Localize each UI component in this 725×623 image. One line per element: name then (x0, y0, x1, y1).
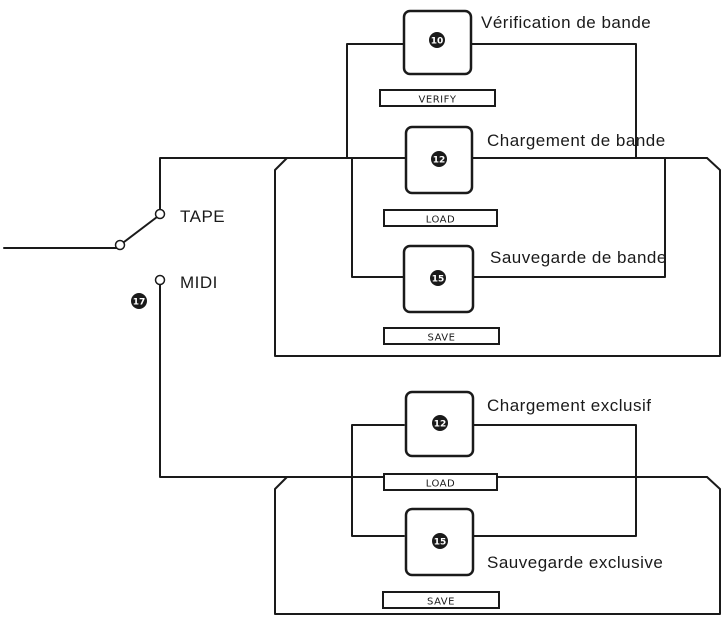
midi-save-tag: SAVE (382, 591, 500, 609)
verify-loop-right (470, 43, 637, 159)
verify-caption: Vérification de bande (481, 13, 651, 32)
tape-load-caption: Chargement de bande (487, 131, 666, 150)
verify-key[interactable]: 10 (402, 9, 473, 76)
midi-load-caption: Chargement exclusif (487, 396, 651, 415)
tape-label: TAPE (180, 207, 225, 226)
svg-text:12: 12 (434, 420, 447, 430)
svg-text:12: 12 (433, 156, 446, 166)
midi-badge: 17 (131, 293, 147, 309)
save-loop-right (472, 157, 666, 278)
midi-terminal (154, 274, 166, 286)
midi-save-key[interactable]: 15 (404, 507, 475, 577)
svg-text:LOAD: LOAD (426, 479, 455, 490)
verify-tag: VERIFY (379, 89, 496, 107)
tape-return-loop (274, 157, 721, 357)
midi-load-loop-right (472, 424, 637, 478)
midi-return-loop (274, 476, 721, 615)
tape-load-key-badge (431, 151, 447, 167)
midi-load-key-badge (432, 415, 448, 431)
selector-switch: TAPE MIDI 17 (3, 207, 225, 309)
save-loop-left (351, 157, 405, 278)
midi-save-caption: Sauvegarde exclusive (487, 553, 663, 572)
switch-lever (123, 216, 158, 243)
tape-terminal (154, 208, 166, 220)
svg-text:15: 15 (432, 275, 445, 285)
tape-trunk-line (159, 157, 708, 210)
svg-text:SAVE: SAVE (427, 597, 455, 608)
tape-wiring (159, 43, 721, 357)
midi-save-loop-left (351, 476, 405, 537)
svg-text:LOAD: LOAD (426, 215, 455, 226)
midi-label: MIDI (180, 273, 218, 292)
verify-loop-left (346, 43, 405, 159)
midi-load-tag: LOAD (383, 473, 498, 491)
midi-save-key-badge (432, 533, 448, 549)
tape-save-key-badge (430, 270, 446, 286)
midi-load-loop-left (351, 424, 405, 478)
svg-text:17: 17 (133, 298, 146, 308)
svg-text:VERIFY: VERIFY (419, 95, 457, 106)
tape-load-key[interactable]: 12 (404, 125, 474, 195)
svg-text:SAVE: SAVE (428, 333, 456, 344)
midi-load-key[interactable]: 12 (404, 390, 475, 458)
tape-save-tag: SAVE (383, 327, 500, 345)
tape-save-key[interactable]: 15 (402, 244, 475, 314)
svg-text:10: 10 (431, 37, 444, 47)
switch-pivot (114, 239, 126, 251)
tape-load-tag: LOAD (383, 209, 498, 227)
midi-wiring (159, 284, 721, 615)
midi-save-loop-right (472, 476, 637, 537)
tape-save-caption: Sauvegarde de bande (490, 248, 667, 267)
svg-text:15: 15 (434, 538, 447, 548)
verify-key-badge (429, 32, 445, 48)
midi-trunk-line (159, 284, 708, 478)
